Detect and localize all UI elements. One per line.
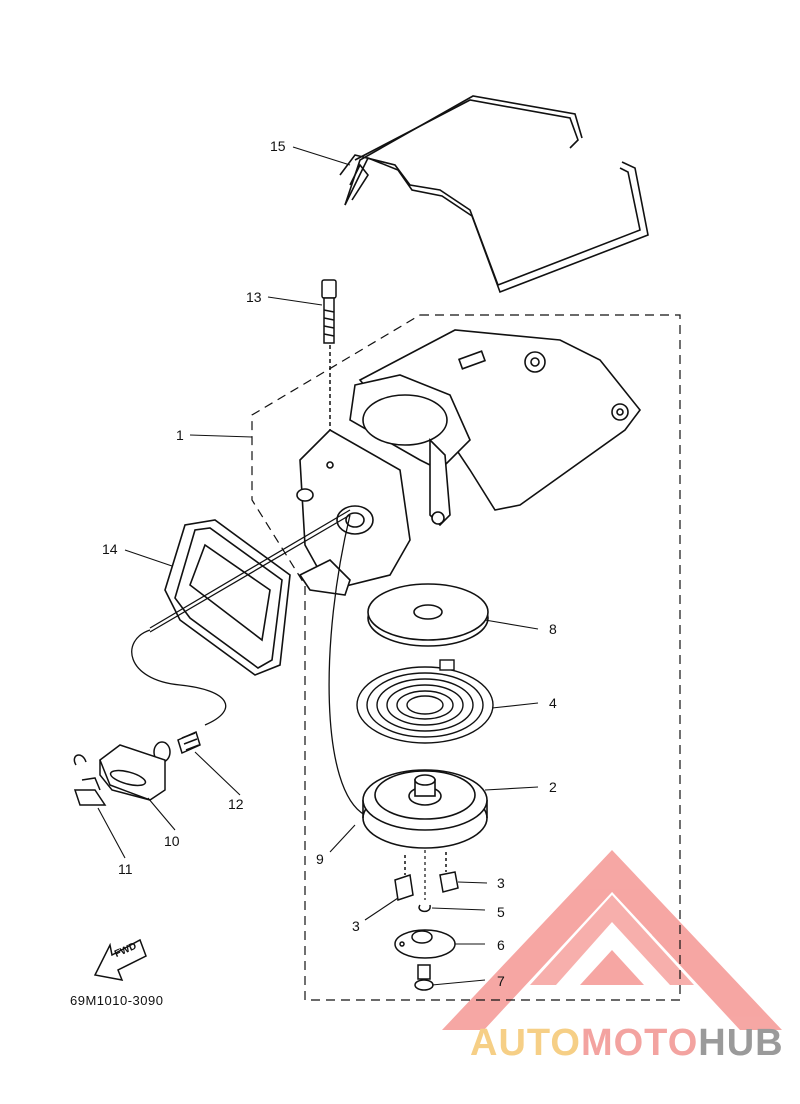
callout-5: 5 xyxy=(497,904,505,920)
callout-15: 15 xyxy=(270,138,286,154)
callout-3-left: 3 xyxy=(352,918,360,934)
callout-3-right: 3 xyxy=(497,875,505,891)
callout-7: 7 xyxy=(497,973,505,989)
spiral-spring xyxy=(356,659,494,744)
starter-rope xyxy=(131,509,366,816)
grommet xyxy=(164,519,291,676)
friction-plate xyxy=(367,583,489,647)
snap-ring xyxy=(418,904,431,913)
callout-9: 9 xyxy=(316,851,324,867)
drawing-code: 69M1010-3090 xyxy=(70,993,164,1008)
watermark-moto: MOTO xyxy=(580,1022,699,1064)
cover-seal xyxy=(339,95,649,294)
callout-2: 2 xyxy=(549,779,557,795)
assembly-outline xyxy=(251,314,681,1001)
drive-plate xyxy=(394,929,456,959)
callout-4: 4 xyxy=(549,695,557,711)
rope-seal xyxy=(153,730,201,763)
watermark-logo xyxy=(442,850,782,1030)
watermark-hub: HUB xyxy=(698,1022,784,1064)
callout-11: 11 xyxy=(118,861,133,877)
drive-pawls xyxy=(394,852,459,901)
callout-1: 1 xyxy=(176,427,184,443)
starter-case xyxy=(296,329,642,596)
callout-14: 14 xyxy=(102,541,118,557)
callout-6: 6 xyxy=(497,937,505,953)
callout-12: 12 xyxy=(228,796,244,812)
pulley xyxy=(362,769,488,849)
callout-10: 10 xyxy=(164,833,180,849)
fwd-arrow-icon xyxy=(93,938,147,981)
callout-13: 13 xyxy=(246,289,262,305)
lanyard-clip xyxy=(73,754,107,806)
callout-8: 8 xyxy=(549,621,557,637)
screw xyxy=(414,964,434,991)
leader-lines xyxy=(97,146,539,986)
starter-handle xyxy=(99,744,166,801)
watermark-auto: AUTO xyxy=(470,1022,581,1064)
bolt xyxy=(321,279,337,440)
watermark-text: AUTOMOTOHUB xyxy=(470,1022,784,1065)
